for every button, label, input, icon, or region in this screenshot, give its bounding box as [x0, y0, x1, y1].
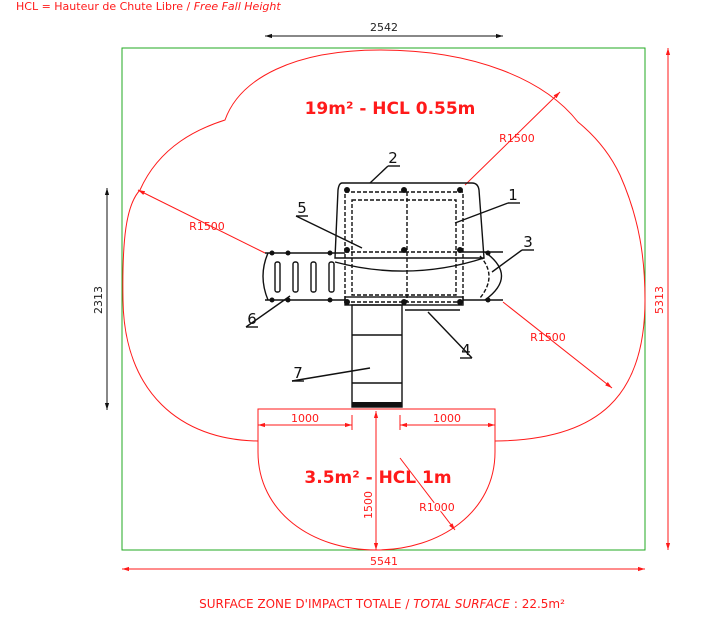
handrail	[334, 257, 485, 272]
radius-line-top-right	[464, 91, 561, 186]
slide-exit	[463, 251, 503, 301]
radius-left: R1500	[189, 220, 225, 233]
ladder	[262, 252, 345, 301]
radius-line-lower	[399, 457, 456, 531]
ramp	[351, 304, 403, 408]
part-label-6: 6	[247, 310, 257, 328]
part-label-5: 5	[297, 199, 307, 217]
part-label-2: 2	[388, 149, 398, 167]
play-structure	[262, 182, 503, 408]
radius-right: R1500	[530, 331, 566, 344]
part-label-4: 4	[461, 341, 471, 359]
part-label-1: 1	[508, 186, 518, 204]
radius-lower: R1000	[419, 501, 455, 514]
dim-lower-depth: 1500	[362, 491, 375, 519]
upper-zone-label: 19m² - HCL 0.55m	[305, 99, 476, 119]
dim-top-width: 2542	[370, 21, 398, 34]
dim-left-height: 2313	[92, 286, 105, 314]
dim-lower-left: 1000	[291, 412, 319, 425]
part-label-7: 7	[293, 364, 303, 382]
lower-zone-label: 3.5m² - HCL 1m	[304, 468, 451, 488]
radius-line-left	[137, 189, 266, 254]
dim-right-height: 5313	[653, 286, 666, 314]
dim-lower-right: 1000	[433, 412, 461, 425]
radius-top-right: R1500	[499, 132, 535, 145]
part-label-3: 3	[523, 233, 533, 251]
upper-impact-zone	[122, 49, 646, 442]
legend-text: HCL = Hauteur de Chute Libre / Free Fall…	[16, 0, 281, 13]
radius-line-right	[502, 301, 613, 389]
part-callouts: 2 1 5 3 6 4 7	[245, 149, 534, 382]
dim-total-width: 5541	[370, 555, 398, 568]
total-surface-text: SURFACE ZONE D'IMPACT TOTALE / TOTAL SUR…	[199, 597, 565, 611]
